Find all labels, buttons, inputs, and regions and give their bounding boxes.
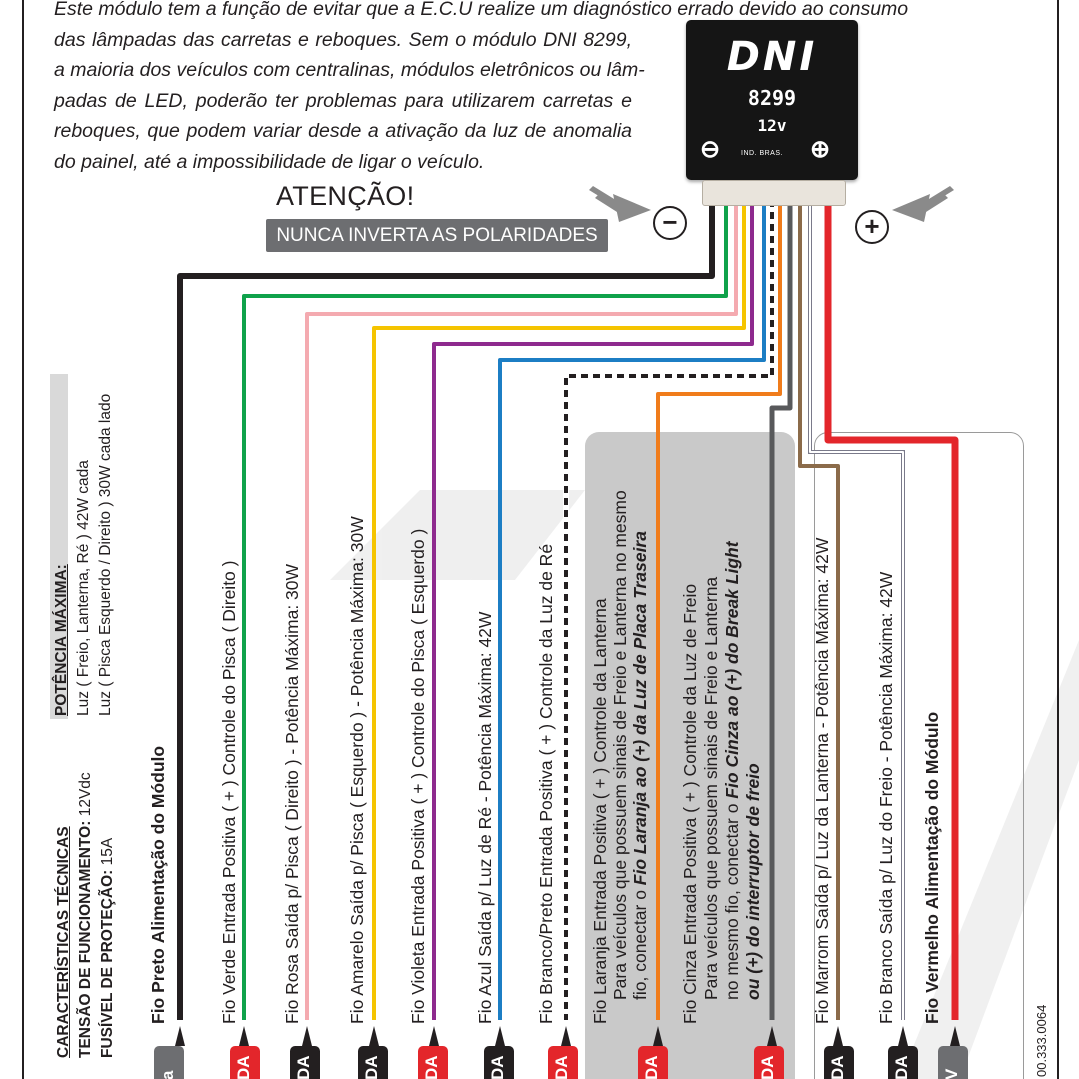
wire-11: [824, 200, 959, 1020]
terminal-tag: V: [938, 1046, 968, 1079]
wire-3: [372, 200, 746, 1020]
wire-label-violet: Fio Violeta Entrada Positiva ( + ) Contr…: [408, 528, 428, 1024]
terminal-tip: [369, 1026, 379, 1046]
terminal-tip: [175, 1026, 185, 1046]
wire-label-white: Fio Branco Saída p/ Luz do Freio - Potên…: [876, 571, 896, 1024]
fuse-label: FUSÍVEL DE PROTEÇÃO:: [99, 869, 116, 1058]
tech-title: CARACTERÍSTICAS TÉCNICAS: [55, 826, 72, 1058]
intro-line-6: do painel, até a impossibilidade de liga…: [54, 150, 485, 173]
terminal-tag-label: DA: [828, 1055, 847, 1079]
polarity-warning: NUNCA INVERTA AS POLARIDADES: [266, 219, 608, 252]
terminal-tag-label: a: [158, 1070, 177, 1079]
terminal-tag: DA: [484, 1046, 514, 1079]
negative-arrow-icon: [589, 186, 651, 222]
terminal-tip: [429, 1026, 439, 1046]
module-voltage: 12v: [757, 116, 787, 135]
terminal-tag: a: [154, 1046, 184, 1079]
wire-4: [432, 200, 754, 1020]
wire-8: [769, 200, 793, 1020]
dni-module: DNI 8299 12v ⊖ ⊕ IND. BRAS.: [686, 20, 858, 180]
terminal-tip: [898, 1026, 908, 1046]
plus-terminal-icon: ⊕: [810, 136, 831, 163]
terminal-tag: DA: [888, 1046, 918, 1079]
intro-line-4: padas de LED, poderão ter problemas para…: [54, 89, 632, 112]
reference-code: 00.333.0064: [1034, 1004, 1049, 1077]
wire-label-green: Fio Verde Entrada Positiva ( + ) Control…: [219, 560, 239, 1024]
terminal-tag-label: DA: [552, 1055, 571, 1079]
tech-band: [50, 374, 68, 719]
voltage-label: TENSÃO DE FUNCIONAMENTO:: [77, 820, 94, 1058]
module-model: 8299: [747, 86, 797, 110]
module-logo: DNI: [726, 34, 818, 80]
gray-note-box: [585, 432, 795, 1079]
terminal-tag-label: DA: [294, 1055, 313, 1079]
wire-label-orange: Fio Laranja Entrada Positiva ( + ) Contr…: [590, 490, 650, 1024]
wire-label-yellow: Fio Amarelo Saída p/ Pisca ( Esquerdo ) …: [347, 516, 367, 1024]
intro-line-5: reboques, que podem variar desde a ativa…: [54, 120, 632, 142]
terminal-tip: [495, 1026, 505, 1046]
intro-line-1: Este módulo tem a função de evitar que a…: [54, 0, 909, 20]
made-in-label: IND. BRAS.: [741, 150, 783, 157]
power-title: POTÊNCIA MÁXIMA:: [53, 564, 70, 716]
left-border: [22, 0, 24, 1079]
terminal-tag-label: DA: [892, 1055, 911, 1079]
wire-1: [242, 200, 728, 1020]
wire-label-pink: Fio Rosa Saída p/ Pisca ( Direito ) - Po…: [282, 563, 302, 1024]
wire-2: [305, 200, 738, 1020]
terminal-tip: [767, 1026, 777, 1046]
minus-terminal-icon: ⊖: [700, 136, 721, 163]
wire-label-white-black: Fio Branco/Preto Entrada Positiva ( + ) …: [536, 543, 556, 1024]
terminal-tag: DA: [358, 1046, 388, 1079]
wire-9: [798, 200, 840, 1020]
terminal-tag: DA: [548, 1046, 578, 1079]
terminal-tag: DA: [230, 1046, 260, 1079]
terminal-tag-label: DA: [422, 1055, 441, 1079]
terminal-tag-label: DA: [642, 1055, 661, 1079]
wire-label-black: Fio Preto Alimentação do Módulo: [148, 745, 168, 1024]
right-border: [1057, 0, 1059, 1079]
terminal-tag: DA: [754, 1046, 784, 1079]
terminal-tip: [950, 1026, 960, 1046]
terminal-tag: DA: [824, 1046, 854, 1079]
terminal-tag: DA: [418, 1046, 448, 1079]
terminal-tip: [833, 1026, 843, 1046]
terminal-tag-label: DA: [234, 1055, 253, 1079]
fuse-value: 15A: [99, 837, 116, 870]
terminal-tag-label: DA: [758, 1055, 777, 1079]
terminal-tip: [302, 1026, 312, 1046]
intro-line-2: das lâmpadas das carretas e reboques. Se…: [54, 28, 632, 51]
intro-paragraph: Este módulo tem a função de evitar que a…: [54, 0, 909, 177]
wire-5: [498, 200, 766, 1020]
output-box: [814, 432, 1024, 1079]
terminal-tip: [239, 1026, 249, 1046]
tech-specs: CARACTERÍSTICAS TÉCNICAS TENSÃO DE FUNCI…: [53, 772, 119, 1058]
positive-pole-icon: +: [855, 210, 889, 244]
voltage-value: 12Vdc: [77, 772, 94, 821]
wire-6: [564, 200, 774, 1020]
positive-arrow-icon: [892, 186, 954, 222]
terminal-tag: DA: [638, 1046, 668, 1079]
wire-10: [809, 200, 904, 1020]
wire-connector: [702, 180, 846, 206]
terminal-tip: [561, 1026, 571, 1046]
power-line-1: Luz ( Freio, Lanterna, Ré ) 42W cada: [75, 460, 92, 716]
wire-label-red: Fio Vermelho Alimentação do Módulo: [922, 711, 942, 1024]
attention-title: ATENÇÃO!: [276, 181, 415, 211]
terminal-tag-label: DA: [488, 1055, 507, 1079]
negative-pole-icon: −: [653, 206, 687, 240]
wire-0: [177, 200, 715, 1020]
wire-label-brown: Fio Marrom Saída p/ Luz da Lanterna - Po…: [812, 537, 832, 1024]
terminal-tag-label: V: [942, 1068, 961, 1079]
wire-label-gray: Fio Cinza Entrada Positiva ( + ) Control…: [680, 541, 763, 1024]
terminal-tag: DA: [290, 1046, 320, 1079]
terminal-tip: [653, 1026, 663, 1046]
power-line-2: Luz ( Pisca Esquerdo / Direito ) 30W cad…: [97, 393, 114, 716]
intro-line-3: a maioria dos veículos com centralinas, …: [54, 59, 645, 81]
power-specs: POTÊNCIA MÁXIMA: Luz ( Freio, Lanterna, …: [51, 394, 117, 716]
wire-label-blue: Fio Azul Saída p/ Luz de Ré - Potência M…: [475, 611, 495, 1024]
wire-7: [656, 200, 782, 1020]
terminal-tag-label: DA: [362, 1055, 381, 1079]
